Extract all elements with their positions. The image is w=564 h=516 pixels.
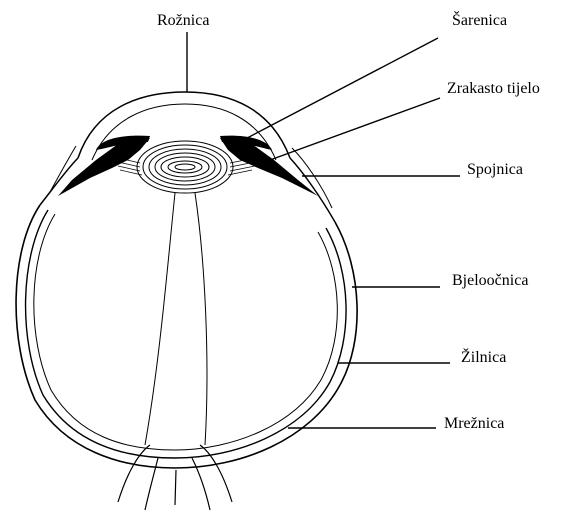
conjunctiva-right: [290, 158, 335, 222]
pointer-lines: [187, 32, 460, 428]
cornea-label: Rožnica: [157, 13, 209, 29]
retina-label: Mrežnica: [444, 416, 504, 432]
conjunctiva-label: Spojnica: [467, 162, 523, 178]
ciliary-body-label: Zrakasto tijelo: [447, 81, 540, 97]
hyaloid-canal: [145, 193, 207, 445]
conjunctiva-right-fold: [292, 148, 332, 208]
iris-pointer: [228, 38, 438, 148]
retina-outline: [34, 214, 337, 450]
ciliary-body-pointer: [270, 98, 440, 160]
sclera-label: Bjeloočnica: [452, 273, 528, 289]
lens: [137, 141, 233, 193]
choroid-outline: [26, 210, 347, 458]
cornea-outline: [78, 92, 290, 158]
iris-label: Šarenica: [452, 13, 507, 29]
choroid-label: Žilnica: [461, 350, 506, 366]
